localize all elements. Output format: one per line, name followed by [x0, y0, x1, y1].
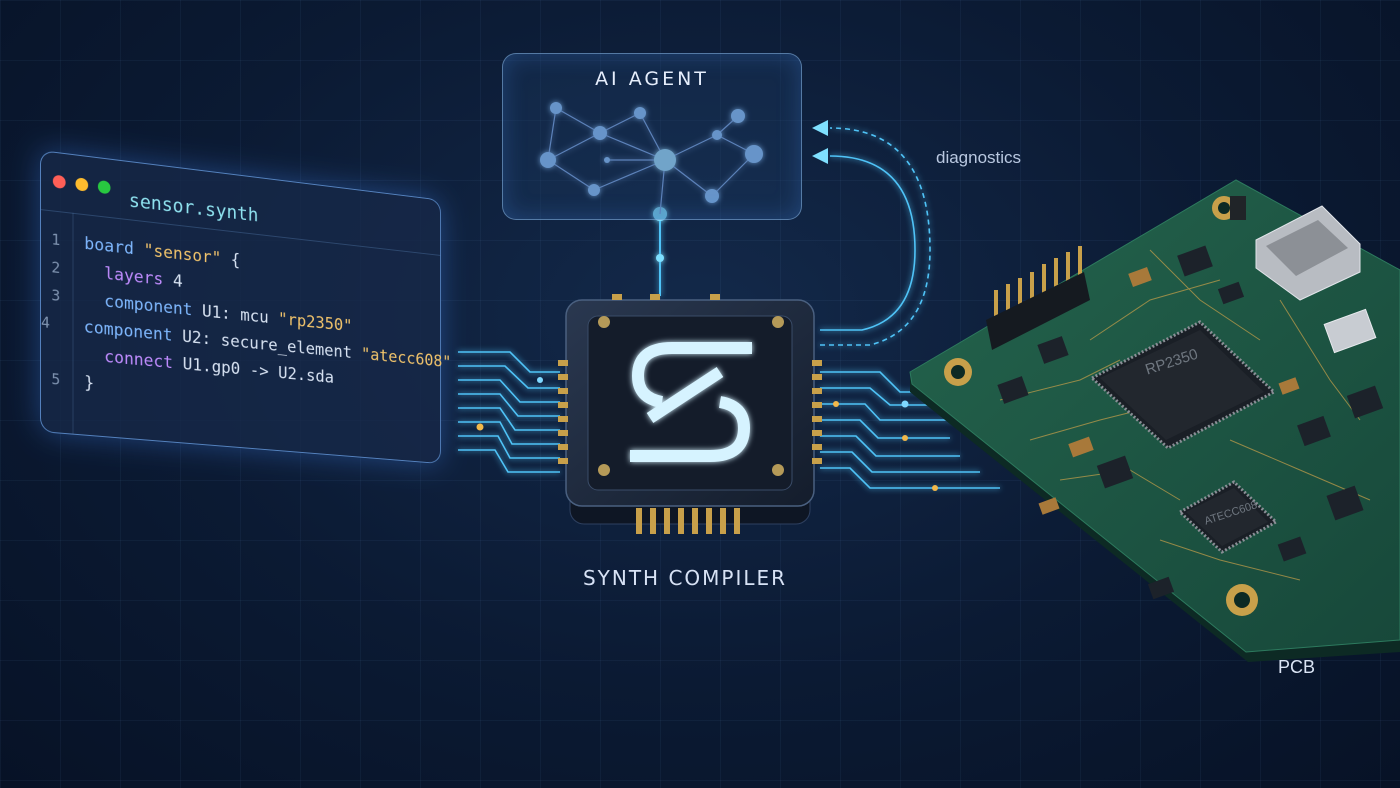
signal-dot [476, 423, 484, 431]
compiler-chip [558, 294, 822, 534]
window-controls [52, 174, 111, 195]
diagnostics-arrow-icon [812, 120, 828, 136]
diagnostics-arrow-icon [812, 148, 828, 164]
code-token: board [84, 233, 144, 261]
signal-dot [901, 400, 909, 408]
signal-dot [932, 485, 938, 491]
pcb-label: PCB [1278, 657, 1316, 677]
chip-pins-top [612, 294, 720, 300]
chip-pins-bottom [636, 508, 740, 534]
diagnostics-loop [820, 127, 931, 346]
minimize-dot-icon[interactable] [75, 177, 89, 192]
code-text: } [71, 372, 95, 402]
synth-logo-icon [630, 342, 752, 462]
signal-dot [833, 401, 839, 407]
line-number: 4 [40, 313, 50, 332]
chip-pins-left [558, 360, 568, 464]
signal-dot [902, 435, 908, 441]
compiler-label: SYNTH COMPILER [582, 566, 788, 590]
diagnostics-label: diagnostics [936, 148, 1022, 167]
code-token: "sensor" [143, 240, 222, 269]
maximize-dot-icon[interactable] [97, 179, 111, 195]
code-token: 4 [172, 271, 183, 292]
chip-pins-right [812, 360, 822, 464]
neural-network-icon [540, 102, 763, 215]
pcb-board: RP2350 ATECC608 [909, 179, 1400, 662]
code-token: { [221, 249, 241, 271]
code-token: } [84, 372, 95, 394]
line-number: 3 [51, 286, 61, 306]
signal-dot [537, 377, 543, 383]
editor-wires [458, 351, 560, 473]
line-number: 5 [51, 370, 61, 389]
line-number: 2 [51, 258, 61, 278]
agent-link [653, 207, 667, 296]
close-dot-icon[interactable] [52, 174, 66, 190]
line-number: 1 [51, 230, 61, 250]
line-number [41, 341, 71, 372]
ai-agent-panel: AI AGENT [502, 53, 802, 220]
ai-agent-title: AI AGENT [595, 68, 709, 90]
